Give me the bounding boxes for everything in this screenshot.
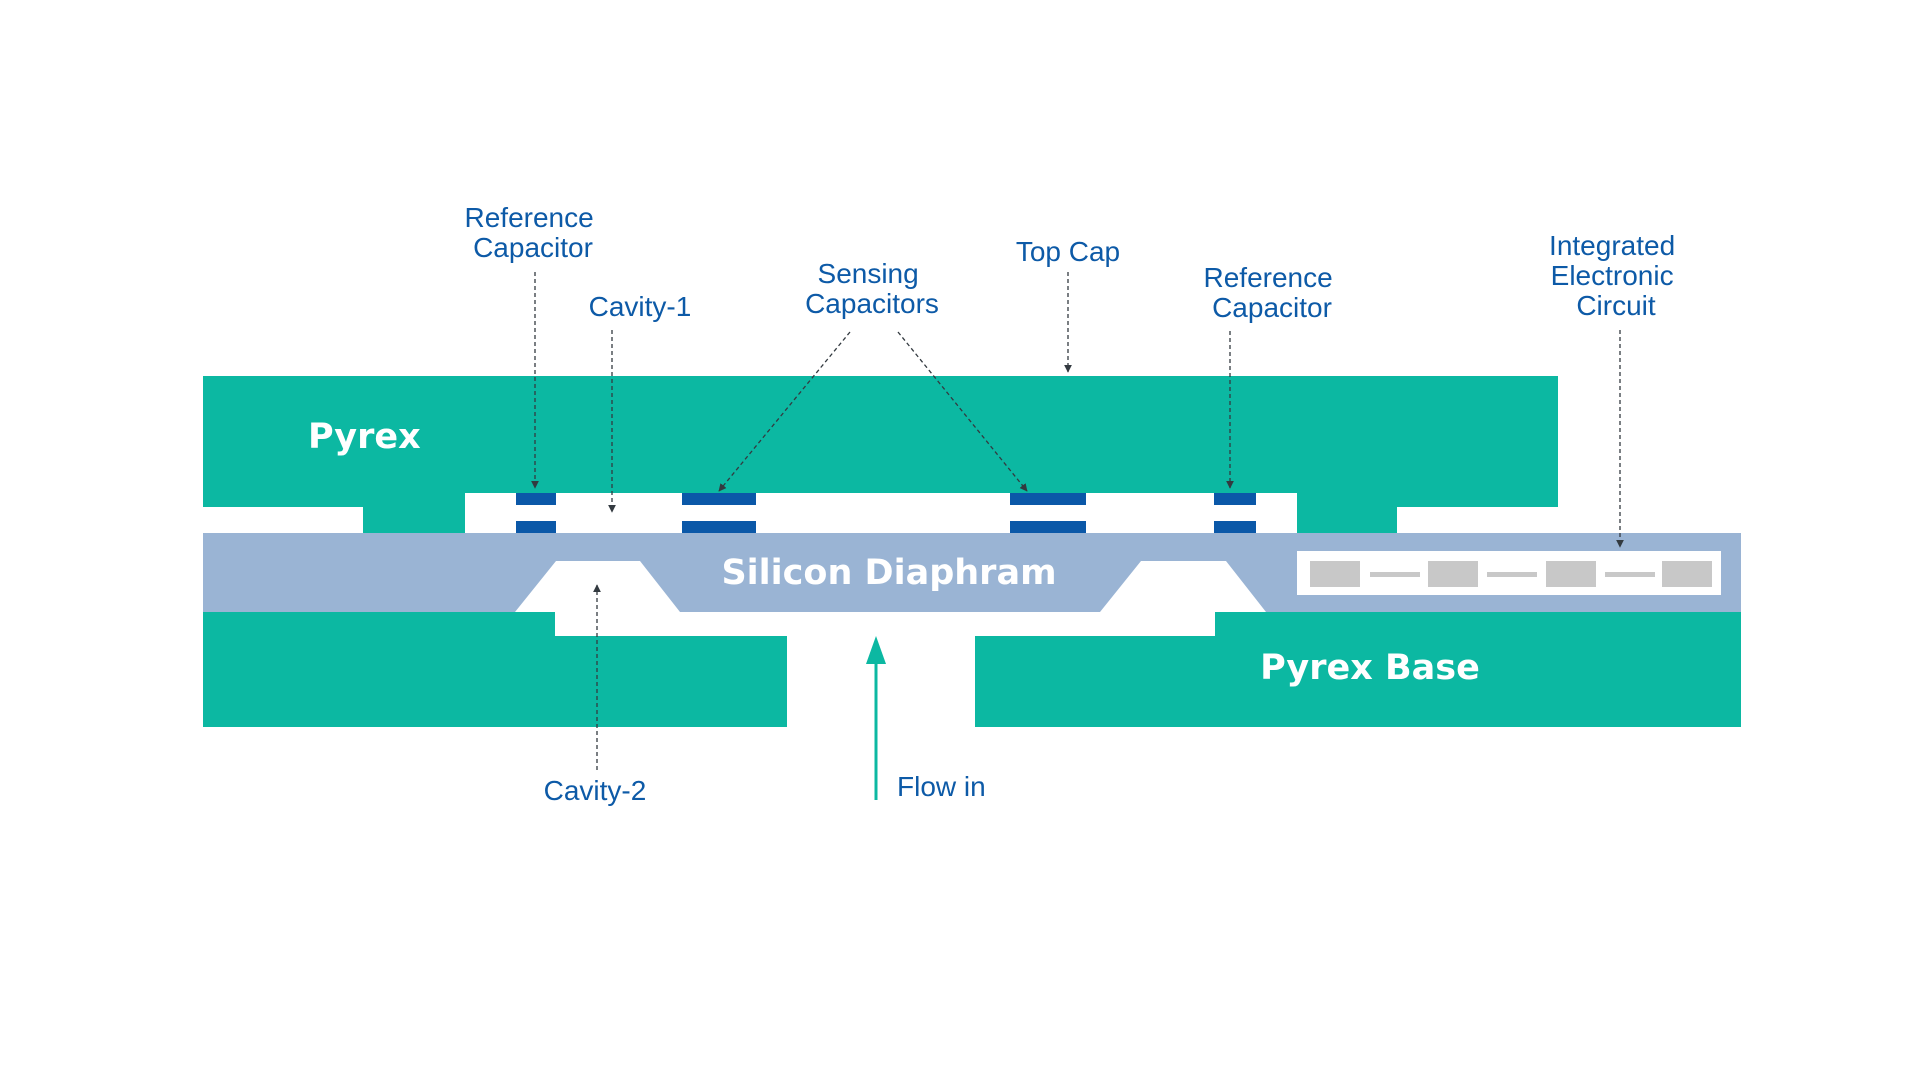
label-flow-in: Flow in [897, 771, 986, 802]
circuit-component [1546, 561, 1596, 587]
circuit-component [1428, 561, 1478, 587]
reference-capacitor-right [1214, 493, 1256, 533]
flow-in-arrow [866, 636, 886, 800]
circuit-trace [1605, 572, 1655, 577]
label-reference-capacitor-right: Reference Capacitor [1204, 262, 1341, 323]
leader-sensing-capacitor-right [897, 331, 1028, 492]
label-silicon-diaphram: Silicon Diaphram [721, 553, 1056, 593]
label-pyrex: Pyrex [308, 417, 421, 457]
pyrex-top-cap [203, 376, 1558, 533]
sensing-capacitor-left [682, 493, 756, 533]
sensing-capacitor-right [1010, 493, 1086, 533]
circuit-component [1310, 561, 1360, 587]
label-integrated-electronic-circuit: Integrated Electronic Circuit [1549, 230, 1683, 321]
pyrex-base-left [203, 612, 787, 727]
label-pyrex-base: Pyrex Base [1260, 648, 1480, 688]
label-reference-capacitor-left: Reference Capacitor [465, 202, 602, 263]
label-cavity-1: Cavity-1 [589, 291, 692, 322]
pyrex-base-right [975, 612, 1741, 727]
circuit-component [1662, 561, 1712, 587]
label-sensing-capacitors: Sensing Capacitors [805, 258, 939, 319]
leader-sensing-capacitor-left [718, 331, 851, 492]
reference-capacitor-left [516, 493, 556, 533]
label-cavity-2: Cavity-2 [544, 775, 647, 806]
circuit-trace [1487, 572, 1537, 577]
label-top-cap: Top Cap [1016, 236, 1120, 267]
integrated-electronic-circuit [1297, 551, 1721, 595]
circuit-trace [1370, 572, 1420, 577]
